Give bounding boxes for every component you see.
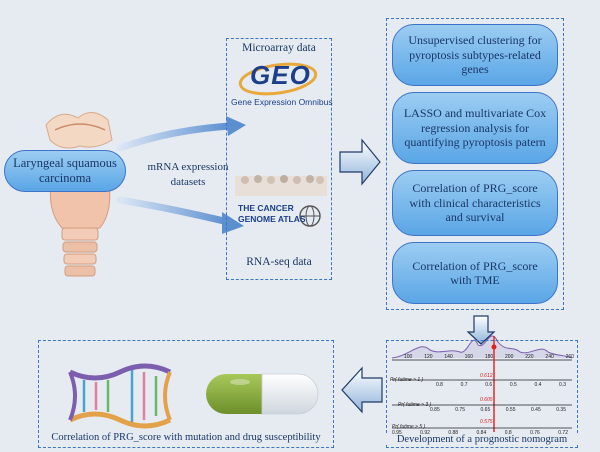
top-tick: 100 xyxy=(404,354,413,360)
arrow-to-tcga xyxy=(116,196,232,226)
nomogram-row-2-label: Pr( futime > 3 ) xyxy=(398,402,432,408)
nomogram-caption: Development of a prognostic nomogram xyxy=(386,434,578,445)
geo-logo-graphic xyxy=(238,62,318,96)
mutation-drug-box xyxy=(38,340,334,448)
arrow-to-geo xyxy=(116,122,234,152)
top-tick: 160 xyxy=(464,354,473,360)
analysis-step-4: Correlation of PRG_score with TME xyxy=(392,242,558,304)
drug-capsule-illustration xyxy=(206,373,319,415)
tcga-logo-line2: GENOME ATLAS xyxy=(238,214,306,224)
nomogram-box xyxy=(386,340,578,448)
top-tick: 240 xyxy=(545,354,554,360)
nomogram-row-2-value: 0.605 xyxy=(480,397,493,403)
laryngeal-carcinoma-node: Laryngeal squamous carcinoma xyxy=(4,150,126,192)
block-arrow-left xyxy=(341,366,383,414)
top-tick: 220 xyxy=(525,354,534,360)
top-tick: 120 xyxy=(424,354,433,360)
nomogram-chart xyxy=(391,335,573,432)
nomogram-row-2-ticks: 0.85 0.75 0.65 0.55 0.45 0.35 xyxy=(430,407,566,413)
mrna-datasets-label: mRNA expression datasets xyxy=(147,161,229,188)
tcga-crowd-graphic xyxy=(235,175,327,196)
analysis-box xyxy=(386,18,564,310)
analysis-step-1: Unsupervised clustering for pyroptosis s… xyxy=(392,24,558,86)
geo-logo-text: GEO xyxy=(250,60,311,90)
microarray-label: Microarray data xyxy=(242,42,316,54)
analysis-step-2: LASSO and multivariate Cox regression an… xyxy=(392,92,558,164)
top-tick: 200 xyxy=(505,354,514,360)
geo-logo-subtitle: Gene Expression Omnibus xyxy=(231,97,333,107)
nomogram-row-3-ticks: 0.95 0.92 0.88 0.84 0.8 0.76 0.72 xyxy=(392,430,568,436)
dna-helix-illustration xyxy=(68,363,172,429)
top-tick: 140 xyxy=(444,354,453,360)
nomogram-top-ticks: 100 120 140 160 180 200 220 240 260 xyxy=(404,354,574,360)
nomogram-row-3-value: 0.575 xyxy=(480,419,493,425)
nomogram-row-1-ticks: 0.8 0.7 0.6 0.5 0.4 0.3 xyxy=(436,382,566,388)
rnaseq-label: RNA-seq data xyxy=(246,256,312,268)
tcga-logo-line1: THE CANCER xyxy=(238,203,294,213)
larynx-illustration xyxy=(45,112,113,277)
nomogram-row-3-label: Pr( futime > 5 ) xyxy=(392,424,426,430)
nomogram-row-1-value: 0.612 xyxy=(480,373,493,379)
mutation-drug-caption: Correlation of PRG_score with mutation a… xyxy=(51,432,321,443)
top-tick: 180 xyxy=(484,354,494,360)
tcga-globe-icon xyxy=(299,205,321,227)
block-arrow-right xyxy=(339,138,381,186)
datasets-box xyxy=(226,38,332,280)
laryngeal-carcinoma-label: Laryngeal squamous carcinoma xyxy=(13,156,117,185)
block-arrow-down xyxy=(466,315,496,345)
nomogram-row-1-label: Pr( futime > 1 ) xyxy=(390,377,424,383)
analysis-step-3: Correlation of PRG_score with clinical c… xyxy=(392,170,558,236)
top-tick: 260 xyxy=(565,354,574,360)
